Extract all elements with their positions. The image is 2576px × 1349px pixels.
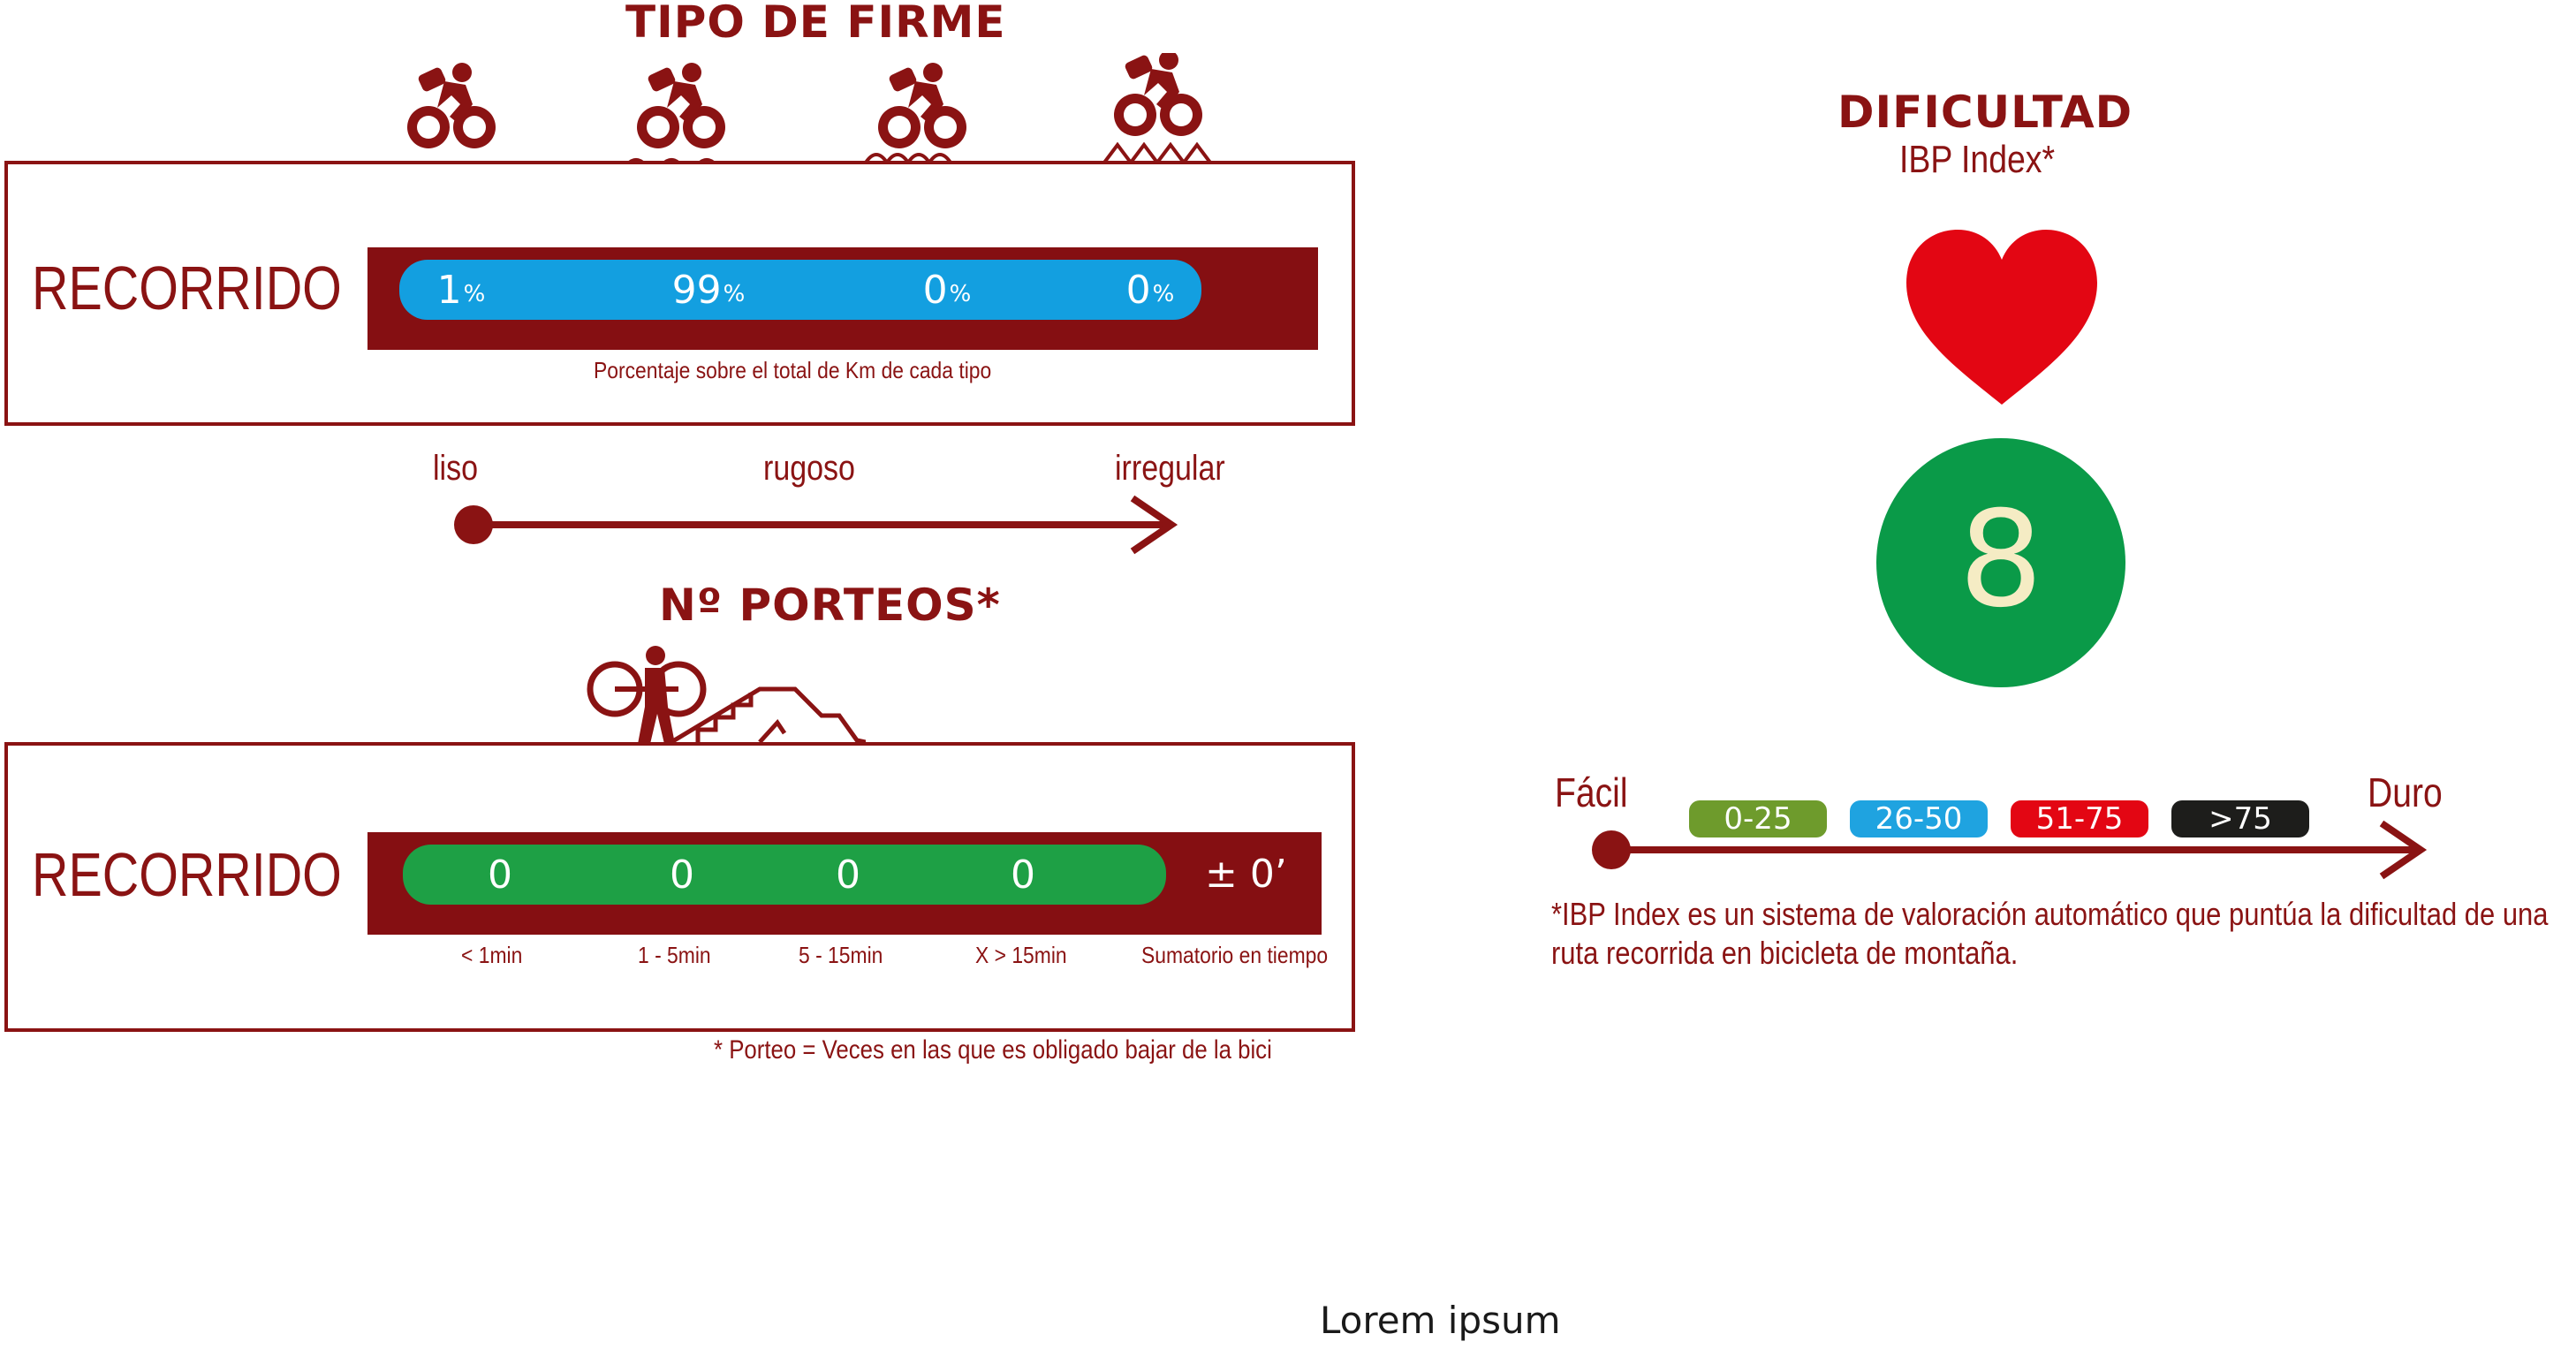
porteos-col-3: 5 - 15min <box>799 942 883 968</box>
scale-end-label: irregular <box>1115 449 1225 488</box>
ibp-note-line2: ruta recorrida en bicicleta de montaña. <box>1551 935 2019 971</box>
range-51-75: 51-75 <box>2011 800 2148 837</box>
arrow-icon <box>454 495 1178 555</box>
scale-middle-label: rugoso <box>763 449 855 488</box>
porteo-icons <box>583 646 866 746</box>
firme-row-label: RECORRIDO <box>32 254 342 322</box>
porteos-pill: 0 0 0 0 <box>403 845 1166 905</box>
scale-easy-label: Fácil <box>1555 769 1628 815</box>
cyclist-bumpy-icon <box>878 63 966 148</box>
ibp-note-line1: *IBP Index es un sistema de valoración a… <box>1551 896 2549 932</box>
carry-bike-icon <box>587 646 707 744</box>
cyclist-icons-row <box>407 53 1212 171</box>
firme-value-bumpy: 0% <box>922 267 972 313</box>
firme-value-rugoso: 99% <box>671 267 746 313</box>
porteos-col-5: Sumatorio en tiempo <box>1141 942 1329 968</box>
firme-title: TIPO DE FIRME <box>625 0 1006 48</box>
porteos-title: Nº PORTEOS* <box>659 580 1001 631</box>
scale-start-label: liso <box>433 449 479 488</box>
porteos-value-3: 0 <box>836 852 860 898</box>
heart-icon <box>1906 230 2097 405</box>
footer-text: Lorem ipsum <box>1320 1299 1561 1342</box>
porteos-value-1: 0 <box>488 852 512 898</box>
range-26-50: 26-50 <box>1850 800 1988 837</box>
porteos-col-2: 1 - 5min <box>638 942 711 968</box>
stairs-icon <box>670 686 866 745</box>
difficulty-arrow <box>1592 820 2428 880</box>
firme-value-liso: 1% <box>436 267 486 313</box>
dificultad-subtitle: IBP Index* <box>1899 138 2056 181</box>
score-circle: 8 <box>1876 438 2125 687</box>
range-0-25: 0-25 <box>1689 800 1827 837</box>
firme-pill: 1% 99% 0% 0% <box>399 260 1201 320</box>
firme-value-irregular: 0% <box>1125 267 1175 313</box>
porteos-col-1: < 1min <box>461 942 523 968</box>
porteos-total: ± 0’ <box>1205 852 1287 897</box>
firme-caption: Porcentaje sobre el total de Km de cada … <box>594 357 992 383</box>
scale-hard-label: Duro <box>2368 769 2443 815</box>
range-over-75: >75 <box>2171 800 2309 837</box>
dificultad-title: DIFICULTAD <box>1837 87 2133 138</box>
porteos-row-label: RECORRIDO <box>32 840 342 909</box>
cyclist-smooth-icon <box>407 63 496 148</box>
porteos-value-2: 0 <box>670 852 694 898</box>
cyclist-irregular-icon <box>1114 53 1202 136</box>
cyclist-rough-icon <box>637 63 725 148</box>
score-value: 8 <box>1959 483 2043 637</box>
porteos-col-4: X > 15min <box>975 942 1067 968</box>
porteos-value-4: 0 <box>1011 852 1035 898</box>
porteos-footnote: * Porteo = Veces en las que es obligado … <box>714 1035 1272 1065</box>
